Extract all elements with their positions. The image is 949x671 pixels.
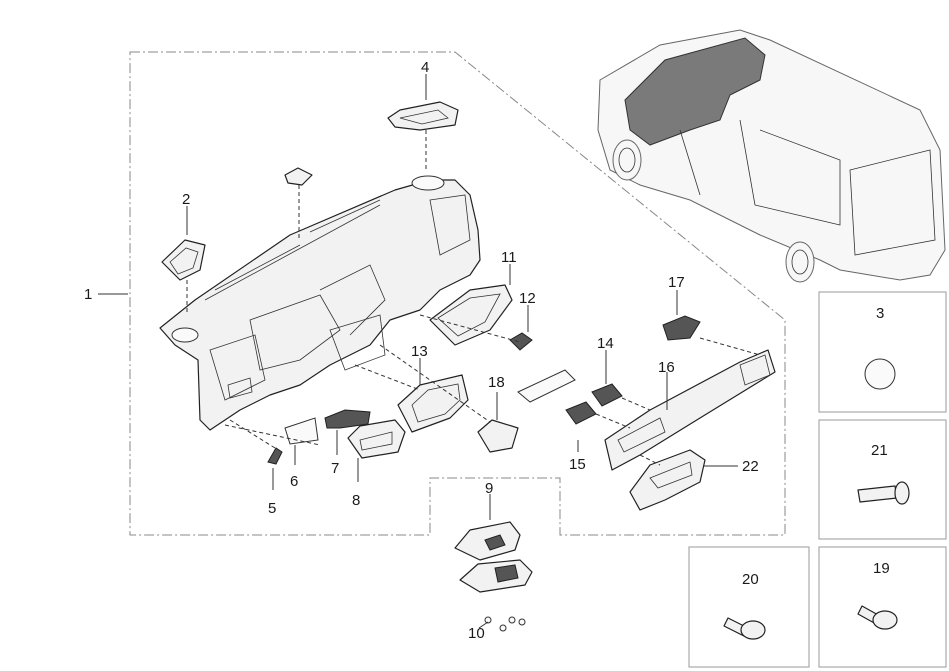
part-12-latch <box>509 332 533 351</box>
part-7-vent <box>324 409 371 429</box>
inset-box-3 <box>818 291 947 413</box>
callout-11: 11 <box>501 249 517 266</box>
inset-box-19 <box>818 546 947 668</box>
callout-2: 2 <box>182 191 190 208</box>
part-17-vent <box>662 315 701 341</box>
callout-3: 3 <box>876 305 884 322</box>
callout-8: 8 <box>352 492 360 509</box>
top-clip <box>284 167 313 186</box>
part-4-grille <box>387 101 459 131</box>
callout-15: 15 <box>569 456 586 473</box>
callout-16: 16 <box>658 359 675 376</box>
callout-labels: 1 2 3 4 5 6 7 8 9 10 11 12 13 14 15 16 1… <box>84 59 890 642</box>
part-8-bezel <box>347 419 406 459</box>
callout-5: 5 <box>268 500 276 517</box>
part-18-tray <box>477 419 519 453</box>
part-2-grille <box>161 239 206 281</box>
callout-4: 4 <box>421 59 429 76</box>
part-5-screw <box>267 447 283 465</box>
part-13-frame <box>397 374 469 433</box>
callout-22: 22 <box>742 458 759 475</box>
callout-20: 20 <box>742 571 759 588</box>
part-10-cover <box>459 559 533 632</box>
callout-19: 19 <box>873 560 890 577</box>
leader-lines <box>98 74 761 629</box>
assembly-boundary <box>129 51 786 536</box>
callout-10: 10 <box>468 625 485 642</box>
vehicle-locator-illustration <box>597 29 946 283</box>
part-19-bolt <box>857 605 898 630</box>
crash-pad-main <box>159 175 481 431</box>
inset-box-20 <box>688 546 810 668</box>
callout-12: 12 <box>519 290 536 307</box>
callout-1: 1 <box>84 286 92 303</box>
part-9-cover <box>454 521 521 561</box>
part-3-cap <box>864 358 896 390</box>
callout-17: 17 <box>668 274 685 291</box>
callout-7: 7 <box>331 460 339 477</box>
callout-14: 14 <box>597 335 614 352</box>
inset-box-21 <box>818 419 947 540</box>
callout-21: 21 <box>871 442 888 459</box>
callout-13: 13 <box>411 343 428 360</box>
part-16-fascia <box>604 349 776 471</box>
part-22-panel <box>629 449 706 511</box>
part-6-cover <box>284 417 319 445</box>
part-15-vent <box>565 401 597 425</box>
gasket <box>517 369 576 403</box>
callout-6: 6 <box>290 473 298 490</box>
part-20-bolt <box>723 617 766 640</box>
part-21-bolt <box>857 481 910 505</box>
part-14-vent <box>591 383 623 407</box>
callout-9: 9 <box>485 480 493 497</box>
callout-18: 18 <box>488 374 505 391</box>
part-11-glovebox <box>429 284 513 346</box>
